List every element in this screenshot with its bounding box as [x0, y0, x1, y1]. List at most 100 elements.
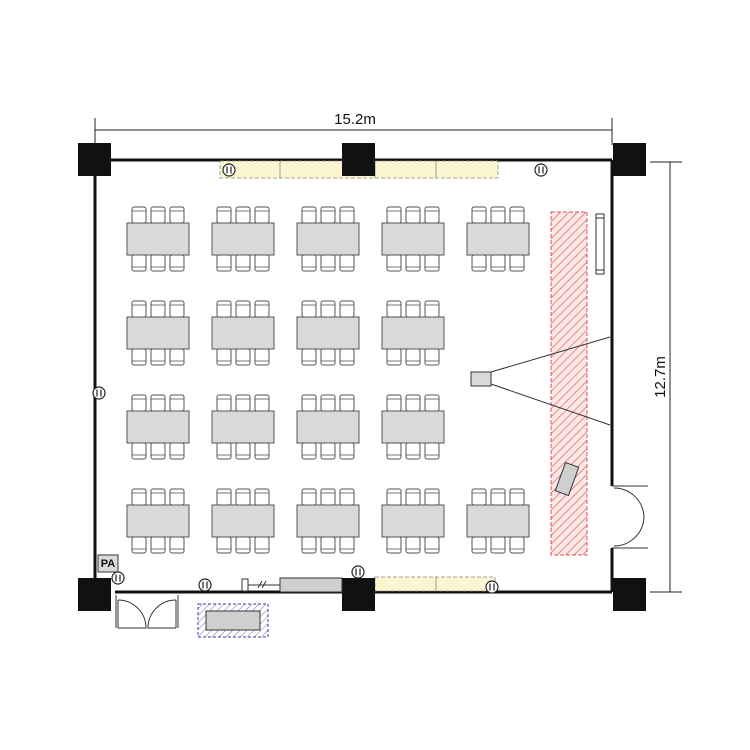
chair — [235, 348, 251, 366]
chair — [301, 300, 317, 318]
equipment-cabinet — [241, 577, 343, 593]
chair — [405, 536, 421, 554]
projection-screen — [490, 336, 614, 426]
columns — [78, 143, 646, 611]
chair — [424, 442, 440, 460]
chair — [386, 442, 402, 460]
chair — [424, 348, 440, 366]
storage-counter — [197, 603, 269, 638]
chair — [386, 394, 402, 412]
chair — [169, 206, 185, 224]
table-set — [381, 394, 445, 460]
width-label: 15.2m — [334, 111, 376, 128]
chair — [405, 488, 421, 506]
projector — [470, 371, 492, 387]
side-door[interactable] — [610, 485, 648, 549]
chair — [339, 488, 355, 506]
podium — [554, 461, 580, 497]
table-set — [126, 300, 190, 366]
table-set — [211, 488, 275, 554]
chair — [320, 300, 336, 318]
table-set — [296, 300, 360, 366]
table — [296, 410, 360, 444]
chair — [169, 488, 185, 506]
chair — [150, 394, 166, 412]
chair — [339, 300, 355, 318]
chair — [386, 348, 402, 366]
entrance-door[interactable] — [115, 595, 179, 629]
height-dimension: 12.7m — [650, 161, 682, 593]
table — [381, 316, 445, 350]
table — [211, 316, 275, 350]
table-set — [211, 300, 275, 366]
chair — [235, 536, 251, 554]
table-set — [211, 394, 275, 460]
chair — [490, 536, 506, 554]
column — [342, 578, 375, 611]
table-set — [296, 206, 360, 272]
table — [296, 316, 360, 350]
table — [296, 504, 360, 538]
chair — [509, 536, 525, 554]
outlet-icon — [111, 571, 125, 585]
chair — [131, 348, 147, 366]
pa-system: PA — [97, 554, 119, 573]
chair — [150, 254, 166, 272]
chair — [131, 394, 147, 412]
chair — [235, 300, 251, 318]
table — [211, 222, 275, 256]
chair — [320, 348, 336, 366]
chair — [490, 206, 506, 224]
table — [211, 410, 275, 444]
chair — [339, 206, 355, 224]
chair — [235, 206, 251, 224]
chair — [509, 254, 525, 272]
chair — [131, 206, 147, 224]
chair — [386, 206, 402, 224]
outlet-icon — [92, 386, 106, 400]
chair — [235, 488, 251, 506]
chair — [301, 394, 317, 412]
table-set — [381, 206, 445, 272]
chair — [424, 488, 440, 506]
chair — [405, 206, 421, 224]
chair — [509, 488, 525, 506]
chair — [320, 536, 336, 554]
chair — [216, 206, 232, 224]
chair — [339, 442, 355, 460]
table-set — [466, 206, 530, 272]
table — [466, 222, 530, 256]
table — [126, 504, 190, 538]
chair — [405, 442, 421, 460]
table — [381, 504, 445, 538]
outlet-icon — [485, 580, 499, 594]
seating-area — [126, 206, 530, 554]
chair — [471, 536, 487, 554]
chair — [254, 536, 270, 554]
table-set — [466, 488, 530, 554]
table — [381, 222, 445, 256]
chair — [320, 488, 336, 506]
column — [613, 143, 646, 176]
table — [211, 504, 275, 538]
chair — [301, 348, 317, 366]
chair — [386, 254, 402, 272]
outlets — [92, 163, 548, 594]
table — [126, 222, 190, 256]
chair — [471, 488, 487, 506]
chair — [405, 394, 421, 412]
chair — [254, 254, 270, 272]
table-set — [126, 206, 190, 272]
pa-label: PA — [101, 558, 116, 570]
table-set — [211, 206, 275, 272]
chair — [424, 206, 440, 224]
chair — [490, 254, 506, 272]
chair — [131, 254, 147, 272]
chair — [169, 348, 185, 366]
column — [613, 578, 646, 611]
column — [78, 578, 111, 611]
chair — [301, 206, 317, 224]
chair — [301, 536, 317, 554]
chair — [169, 254, 185, 272]
chair — [471, 206, 487, 224]
